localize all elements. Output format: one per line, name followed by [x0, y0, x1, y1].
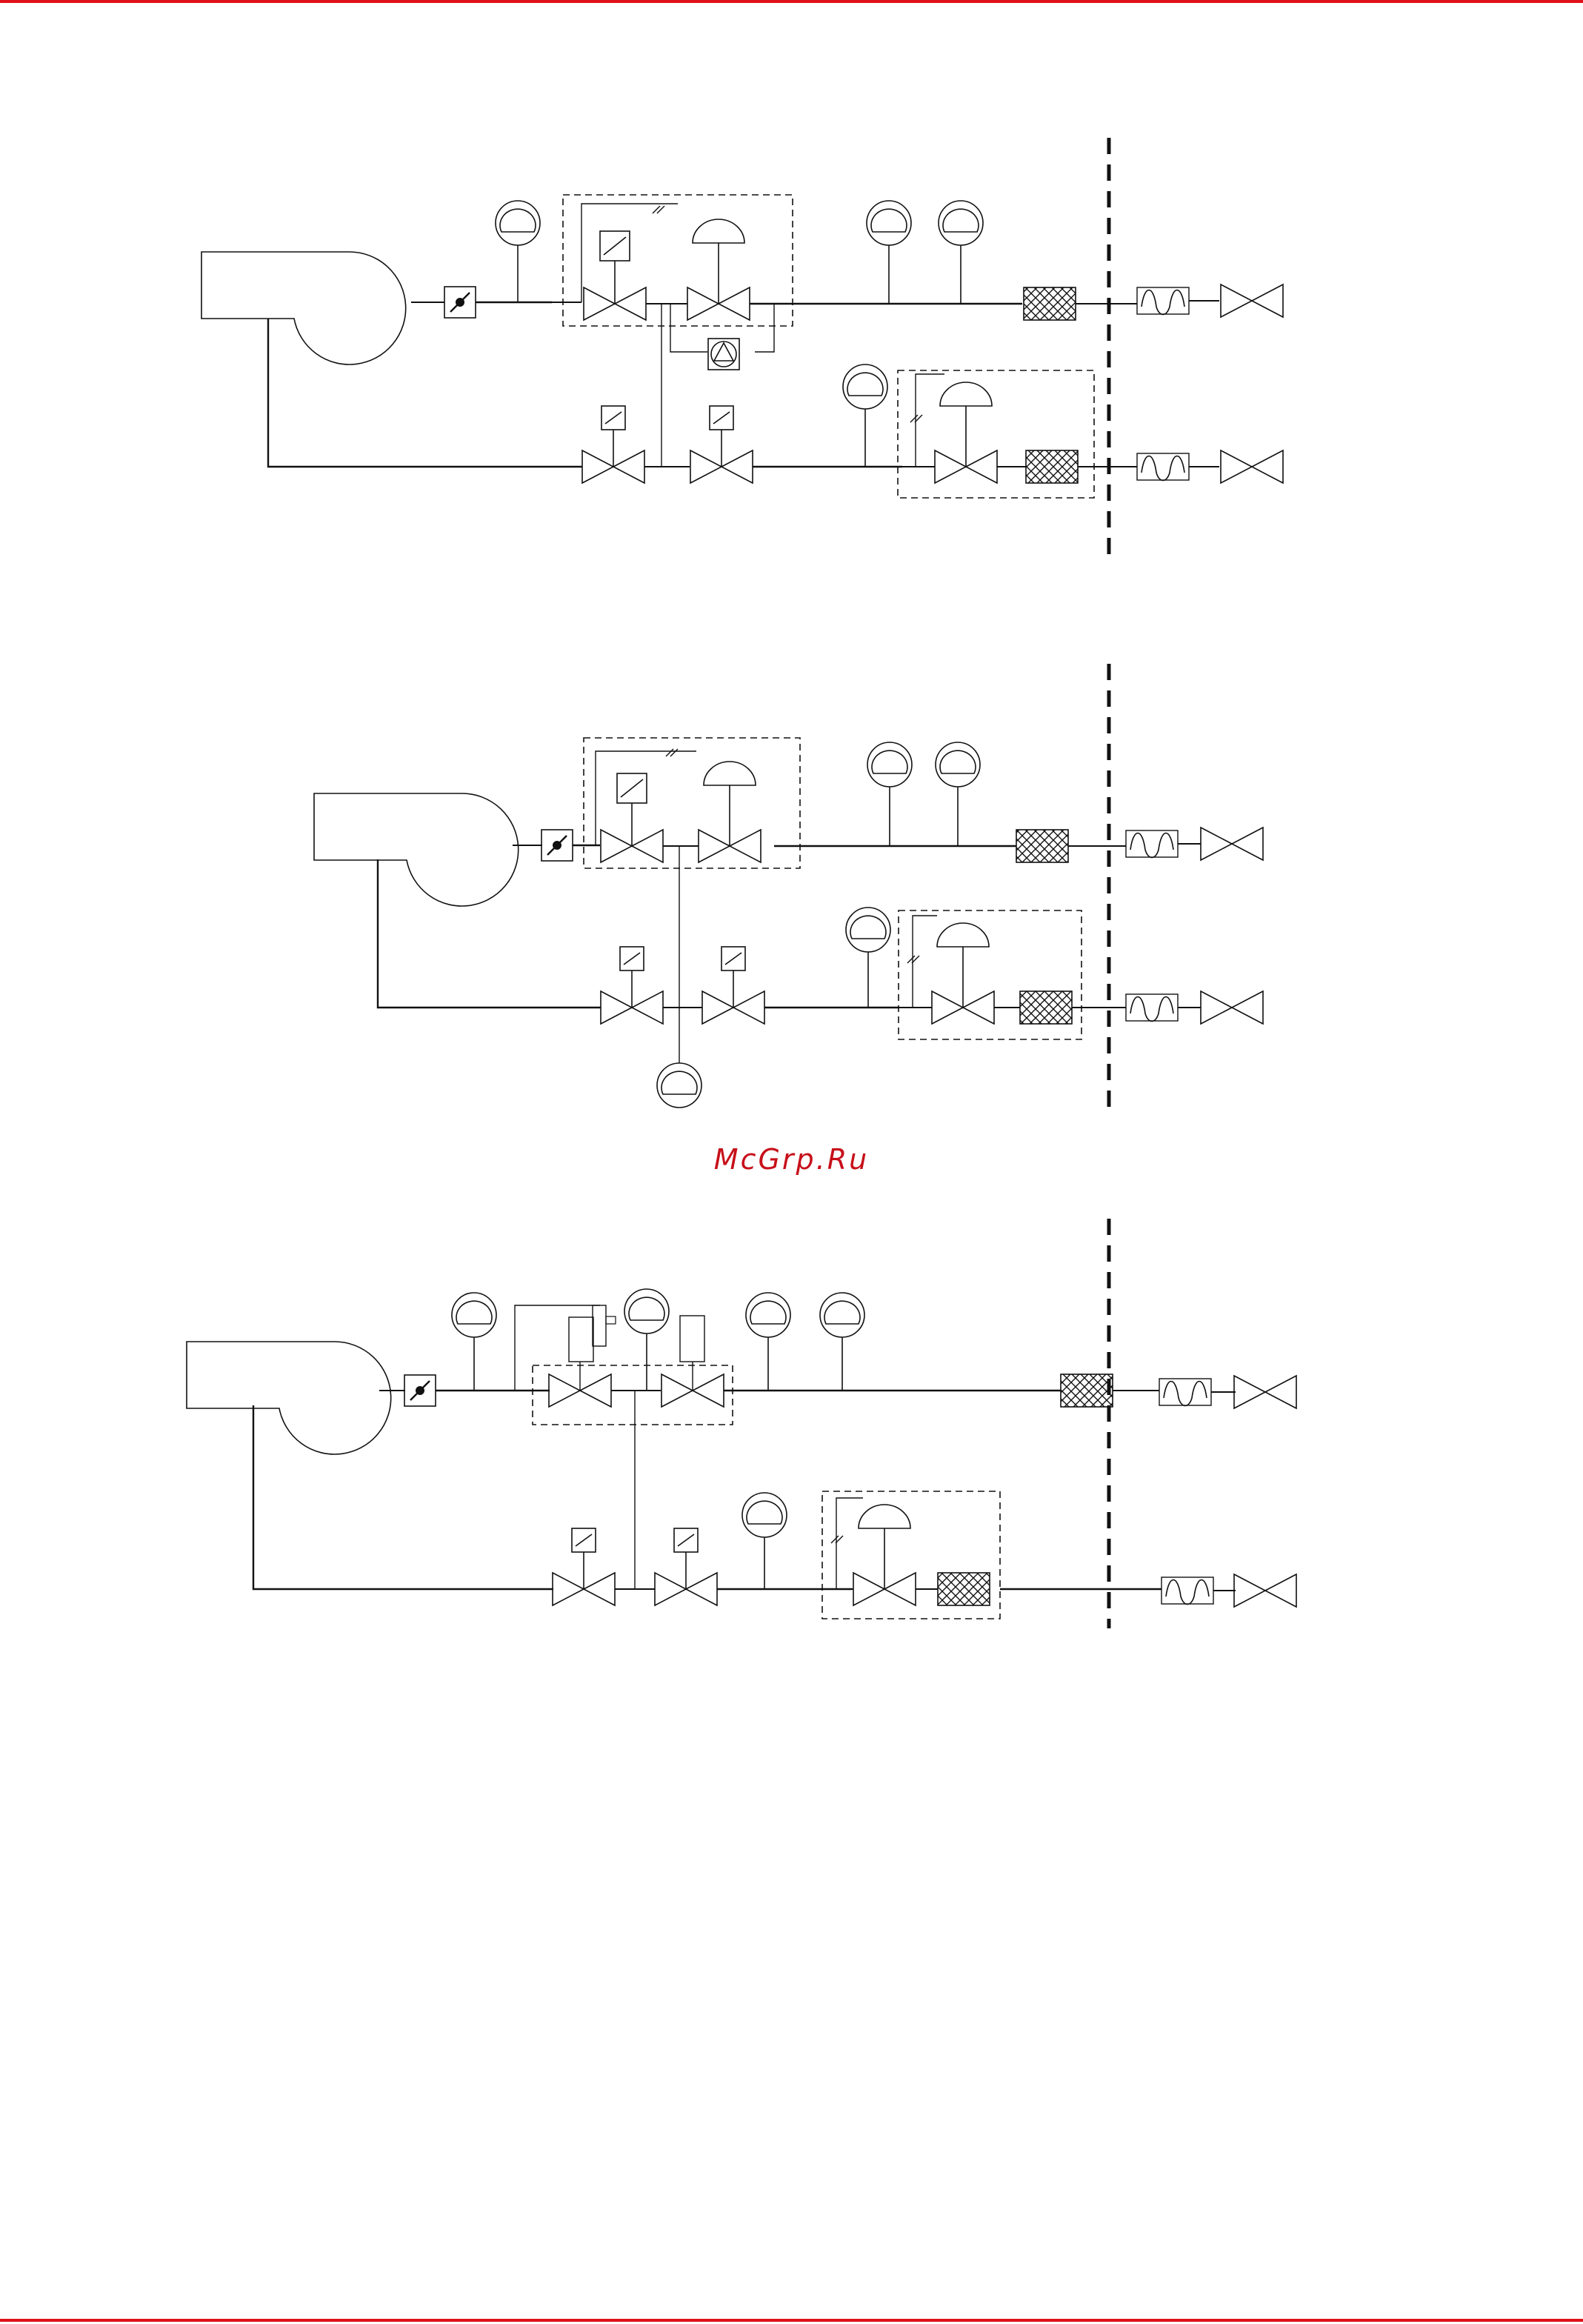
bellows-compensator-icon — [1126, 830, 1178, 858]
gas-filter-icon — [1020, 991, 1072, 1024]
blower-fan-icon — [187, 1342, 391, 1454]
pressure-gauge-icon — [742, 1493, 787, 1589]
impulse-line — [907, 916, 937, 1008]
pressure-gauge-icon — [867, 742, 912, 846]
bellows-compensator-icon — [1137, 453, 1189, 481]
solenoid-valve-icon — [553, 1528, 615, 1605]
blower-fan-icon — [314, 793, 519, 906]
pressure-gauge-icon — [624, 1289, 669, 1391]
shutoff-valve-icon — [1201, 828, 1263, 860]
gas-filter-icon — [1024, 287, 1076, 320]
regulator-valve-icon — [935, 382, 997, 483]
gas-filter-icon — [1061, 1374, 1113, 1407]
pressure-gauge-icon — [846, 908, 890, 1008]
air-damper-icon — [541, 830, 573, 861]
bellows-compensator-icon — [1159, 1379, 1211, 1406]
bellows-compensator-icon — [1137, 287, 1189, 315]
shutoff-valve-icon — [1221, 450, 1283, 483]
pump-icon — [708, 339, 739, 370]
solenoid-valve-icon — [655, 1528, 717, 1605]
gas-train-2 — [314, 664, 1263, 1115]
pressure-gauge-icon — [657, 1063, 701, 1108]
solenoid-valve-icon — [690, 406, 753, 483]
bellows-compensator-icon — [1126, 994, 1178, 1022]
air-damper-icon — [404, 1375, 436, 1406]
bellows-compensator-icon — [1162, 1577, 1213, 1605]
pressure-gauge-icon — [452, 1293, 496, 1391]
solenoid-valve-icon — [702, 947, 764, 1024]
regulator-valve-icon — [687, 219, 750, 320]
regulator-valve-icon — [932, 923, 994, 1024]
regulator-valve-icon — [853, 1505, 916, 1605]
blower-fan-icon — [201, 252, 406, 364]
shutoff-valve-icon — [1221, 284, 1283, 317]
gas-train-3 — [187, 1219, 1296, 1628]
pressure-gauge-icon — [746, 1293, 790, 1391]
pressure-gauge-icon — [496, 201, 540, 302]
pressure-gauge-icon — [939, 201, 983, 304]
pressure-switch-icon — [680, 1316, 704, 1391]
solenoid-valve-icon — [601, 947, 663, 1024]
air-damper-icon — [444, 287, 476, 318]
watermark-text: McGrp.Ru — [0, 1143, 1583, 1176]
gas-filter-icon — [1026, 450, 1078, 483]
solenoid-valve-icon — [582, 406, 644, 483]
gas-filter-icon — [1016, 830, 1068, 862]
pressure-gauge-icon — [820, 1293, 864, 1391]
regulator-valve-icon — [699, 762, 761, 862]
pressure-switch-icon — [515, 1305, 616, 1391]
pressure-gauge-icon — [843, 364, 887, 467]
solenoid-valve-icon — [584, 231, 646, 320]
pressure-gauge-icon — [936, 742, 980, 846]
shutoff-valve-icon — [1201, 991, 1263, 1024]
shutoff-valve-icon — [1234, 1376, 1296, 1408]
impulse-line — [596, 749, 696, 846]
shutoff-valve-icon — [1234, 1574, 1296, 1607]
gas-train-1 — [201, 138, 1283, 560]
pressure-gauge-icon — [867, 201, 911, 304]
gas-filter-icon — [938, 1573, 990, 1605]
solenoid-valve-icon — [601, 773, 663, 862]
